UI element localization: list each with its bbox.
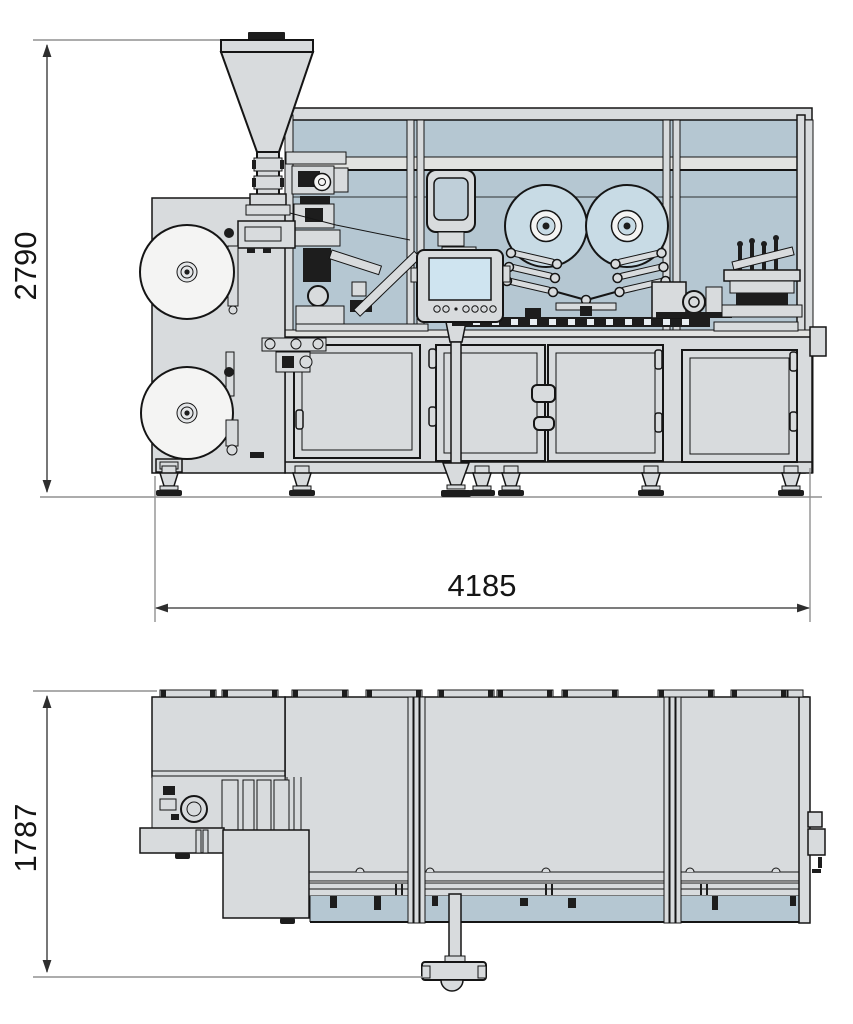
film-reel-right	[585, 184, 669, 268]
supply-reel-top	[139, 224, 235, 320]
door-center-right	[547, 344, 664, 462]
product-hopper	[219, 32, 315, 216]
dimension-height-label: 2790	[8, 232, 43, 301]
plan-mullion-rail-2	[663, 696, 682, 924]
lower-cabinet	[284, 326, 827, 474]
door-right	[681, 349, 798, 463]
dimension-depth-label: 1787	[8, 804, 43, 873]
supply-reel-bottom	[140, 366, 234, 460]
plan-right-frame	[798, 696, 811, 924]
top-plan-view	[139, 689, 826, 992]
hmi-buttons	[433, 305, 497, 313]
plan-roof-tabs	[159, 689, 804, 698]
hopper-lid	[248, 32, 285, 40]
pedestal-foot	[441, 462, 471, 497]
dimension-length: 4185	[154, 468, 811, 622]
door-left	[293, 344, 421, 459]
control-box	[237, 220, 296, 249]
reel-cabinet	[139, 197, 327, 474]
dimension-depth: 1787	[8, 690, 423, 978]
plan-right-attachment	[807, 811, 826, 873]
door-handle-bottom	[533, 416, 555, 431]
forming-station	[231, 203, 422, 325]
film-reel-left	[504, 184, 588, 268]
plan-pedestal	[421, 893, 487, 992]
dimension-height: 2790	[8, 39, 250, 494]
hmi-screen	[428, 257, 492, 301]
infeed-assembly	[285, 151, 349, 204]
hmi-terminal	[410, 249, 511, 465]
plan-side-table	[139, 827, 225, 859]
plan-mullion-rail-1	[407, 696, 426, 924]
leveling-feet	[155, 462, 805, 497]
inter-reel-mechanism	[224, 337, 327, 397]
plan-main-body	[284, 696, 809, 881]
pedestal-column	[450, 341, 462, 465]
sealing-station	[651, 281, 732, 319]
door-handle-top	[531, 384, 556, 403]
plan-front-rails	[284, 867, 809, 897]
plan-discharge-block	[222, 829, 310, 924]
plan-feeder-section	[139, 696, 310, 924]
top-frame-bar	[284, 107, 813, 121]
plan-guard-band	[309, 896, 810, 923]
side-outlet-box	[809, 326, 827, 357]
punching-station	[721, 235, 803, 318]
front-elevation-view	[139, 32, 827, 497]
dimension-length-label: 4185	[448, 568, 517, 603]
door-center-left	[428, 344, 546, 462]
